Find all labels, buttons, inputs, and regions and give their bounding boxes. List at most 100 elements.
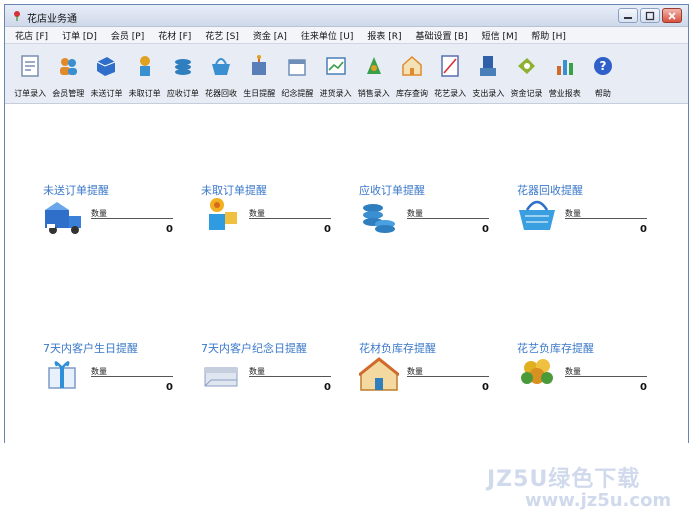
maximize-icon (645, 11, 655, 21)
reminder-card-0[interactable]: 未送订单提醒 数量 0 (43, 182, 193, 262)
reminder-card-3[interactable]: 花器回收提醒 数量 0 (517, 182, 667, 262)
quantity-value: 0 (166, 382, 173, 393)
minimize-icon (624, 17, 632, 19)
expense-icon (480, 56, 497, 76)
close-button[interactable] (662, 8, 682, 23)
quantity-underline (407, 218, 489, 219)
reminder-title[interactable]: 花器回收提醒 (517, 184, 583, 197)
toolbar-button-label: 会员管理 (52, 89, 85, 98)
toolbar-button-label: 花艺录入 (434, 89, 467, 98)
toolbar-button-2[interactable]: 未送订单 (87, 44, 125, 100)
reminder-title[interactable]: 花材负库存提醒 (359, 342, 436, 355)
toolbar-button-label: 支出录入 (472, 89, 505, 98)
toolbar-button-1[interactable]: 会员管理 (49, 44, 87, 100)
toolbar-button-9[interactable]: 销售录入 (355, 44, 393, 100)
reminder-title[interactable]: 未取订单提醒 (201, 184, 267, 197)
menu-item-5[interactable]: 资金 [A] (252, 31, 287, 42)
quantity-label: 数量 (565, 367, 581, 376)
reminder-title[interactable]: 未送订单提醒 (43, 184, 109, 197)
toolbar-button-label: 销售录入 (357, 89, 390, 98)
quantity-label: 数量 (407, 367, 423, 376)
toolbar-button-14[interactable]: 营业报表 (546, 44, 584, 100)
toolbar-button-label: 未送订单 (90, 89, 123, 98)
reminder-card-1[interactable]: 未取订单提醒 数量 0 (201, 182, 351, 262)
quantity-underline (565, 218, 647, 219)
quantity-value: 0 (640, 382, 647, 393)
sales-icon (366, 57, 381, 74)
toolbar-button-0[interactable]: 订单录入 (11, 44, 49, 100)
toolbar-button-label: 未取订单 (128, 89, 161, 98)
quantity-underline (249, 218, 331, 219)
menu-item-8[interactable]: 基础设置 [B] (415, 31, 468, 42)
birthday-icon (252, 55, 267, 75)
reminder-card-4[interactable]: 7天内客户生日提醒 数量 0 (43, 340, 193, 420)
members-icon (60, 58, 78, 75)
toolbar-button-13[interactable]: 资金记录 (507, 44, 545, 100)
toolbar-button-label: 纪念提醒 (281, 89, 314, 98)
toolbar-button-10[interactable]: 库存查询 (393, 44, 431, 100)
help-icon: ? (593, 57, 612, 75)
toolbar-button-4[interactable]: 应收订单 (164, 44, 202, 100)
reminder-title[interactable]: 7天内客户纪念日提醒 (201, 342, 307, 355)
menu-item-4[interactable]: 花艺 [S] (205, 31, 239, 42)
toolbar-button-8[interactable]: 进货录入 (317, 44, 355, 100)
reminder-card-6[interactable]: 花材负库存提醒 数量 0 (359, 340, 509, 420)
menu-item-2[interactable]: 会员 [P] (110, 31, 145, 42)
toolbar-button-label: 应收订单 (166, 89, 199, 98)
house-icon (359, 357, 399, 391)
menu-item-0[interactable]: 花店 [F] (15, 31, 49, 42)
toolbar-button-5[interactable]: 花器回收 (202, 44, 240, 100)
quantity-label: 数量 (91, 367, 107, 376)
menu-item-1[interactable]: 订单 [D] (62, 31, 97, 42)
reminder-card-7[interactable]: 花艺负库存提醒 数量 0 (517, 340, 667, 420)
window-title: 花店业务通 (27, 14, 77, 25)
quantity-label: 数量 (565, 209, 581, 218)
toolbar-button-15[interactable]: ? 帮助 (584, 44, 622, 100)
quantity-underline (565, 376, 647, 377)
quantity-value: 0 (166, 224, 173, 235)
floral-art-icon (441, 55, 459, 77)
toolbar-button-label: 生日提醒 (243, 89, 276, 98)
menu-bar: 花店 [F] 订单 [D] 会员 [P] 花材 [F] 花艺 [S] 资金 [A] 往来单位… (5, 27, 688, 44)
toolbar-button-label: 进货录入 (319, 89, 352, 98)
reminder-card-2[interactable]: 应收订单提醒 数量 0 (359, 182, 509, 262)
delivery-truck-icon (45, 202, 81, 234)
watermark-url: www.jz5u.com (525, 490, 672, 511)
order-entry-icon (21, 55, 39, 77)
menu-item-10[interactable]: 帮助 [H] (531, 31, 566, 42)
undelivered-order-icon (97, 57, 116, 76)
toolbar-button-7[interactable]: 纪念提醒 (278, 44, 316, 100)
quantity-underline (91, 376, 173, 377)
toolbar-button-label: 库存查询 (395, 89, 428, 98)
reminder-title[interactable]: 应收订单提醒 (359, 184, 425, 197)
title-bar: 花店业务通 (5, 5, 688, 27)
report-icon (556, 60, 573, 75)
maximize-button[interactable] (640, 8, 660, 23)
toolbar-button-6[interactable]: 生日提醒 (240, 44, 278, 100)
quantity-underline (249, 376, 331, 377)
menu-item-7[interactable]: 报表 [R] (367, 31, 402, 42)
basket-icon (211, 58, 230, 75)
reminder-title[interactable]: 7天内客户生日提醒 (43, 342, 138, 355)
reminder-title[interactable]: 花艺负库存提醒 (517, 342, 594, 355)
menu-item-9[interactable]: 短信 [M] (481, 31, 518, 42)
minimize-button[interactable] (618, 8, 638, 23)
inventory-icon (402, 55, 422, 76)
quantity-value: 0 (640, 224, 647, 235)
menu-item-3[interactable]: 花材 [F] (158, 31, 192, 42)
toolbar-button-11[interactable]: 花艺录入 (431, 44, 469, 100)
reminder-card-5[interactable]: 7天内客户纪念日提醒 数量 0 (201, 340, 351, 420)
funds-icon (518, 58, 536, 74)
menu-item-6[interactable]: 往来单位 [U] (300, 31, 354, 42)
quantity-label: 数量 (249, 209, 265, 218)
quantity-label: 数量 (407, 209, 423, 218)
quantity-label: 数量 (249, 367, 265, 376)
toolbar-button-3[interactable]: 未取订单 (126, 44, 164, 100)
toolbar-button-label: 帮助 (594, 89, 611, 98)
quantity-value: 0 (482, 224, 489, 235)
quantity-value: 0 (324, 224, 331, 235)
gift-box-icon (48, 361, 76, 389)
quantity-value: 0 (324, 382, 331, 393)
toolbar-button-12[interactable]: 支出录入 (469, 44, 507, 100)
